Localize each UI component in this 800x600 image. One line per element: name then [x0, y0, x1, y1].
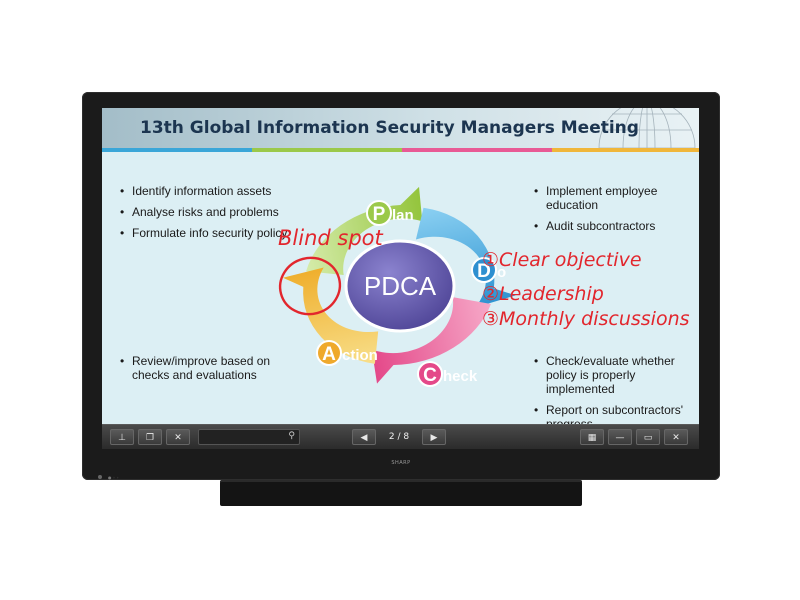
search-icon[interactable]: ⚲: [288, 431, 295, 441]
bullet-item: Analyse risks and problems: [120, 205, 320, 219]
search-input[interactable]: ⚲: [198, 429, 300, 445]
close-button[interactable]: ✕: [664, 429, 688, 445]
touch-toolbar: ⊥ ❐ ✕ ⚲ ◀ 2 / 8 ▶ ▦ — ▭ ✕: [102, 424, 699, 449]
slide-screen: 13th Global Information Security Manager…: [102, 108, 699, 448]
annotation-monthly-discussions: ③Monthly discussions: [482, 308, 690, 330]
pin-icon: ⊥: [118, 433, 126, 443]
display-stand: [220, 480, 582, 506]
layout-button[interactable]: ▦: [580, 429, 604, 445]
do-bullet-list: Implement employee education Audit subco…: [534, 184, 694, 240]
power-indicator: [98, 475, 102, 479]
do-label: o: [497, 264, 506, 281]
check-segment: [371, 297, 491, 384]
plan-label: lan: [392, 207, 414, 224]
copy-button[interactable]: ❐: [138, 429, 162, 445]
plan-initial: P: [373, 204, 386, 225]
window-button[interactable]: ▭: [636, 429, 660, 445]
close-icon: ✕: [672, 433, 680, 443]
bullet-item: Identify information assets: [120, 184, 320, 198]
check-initial-badge: [417, 361, 443, 387]
sensor-label: ● ◦ ◦: [108, 475, 119, 480]
tools-icon: ✕: [174, 433, 182, 443]
plan-bullet-list: Identify information assets Analyse risk…: [120, 184, 320, 247]
action-initial-badge: [316, 340, 342, 366]
next-arrow-icon: ▶: [430, 433, 438, 443]
minimize-button[interactable]: —: [608, 429, 632, 445]
annotation-leadership: ②Leadership: [482, 283, 604, 305]
do-initial-badge: [471, 257, 497, 283]
title-stripe: [252, 148, 402, 152]
bullet-item: Check/evaluate whether policy is properl…: [534, 354, 694, 396]
do-initial: D: [477, 261, 491, 282]
plan-initial-badge: [366, 200, 392, 226]
annotation-blind-spot: Blind spot: [278, 226, 383, 250]
copy-icon: ❐: [145, 433, 155, 443]
window-icon: ▭: [643, 433, 653, 443]
prev-arrow-icon: ◀: [360, 433, 368, 443]
annotation-clear-objective: ①Clear objective: [482, 249, 642, 271]
check-label: heck: [443, 368, 478, 385]
slide-title: 13th Global Information Security Manager…: [140, 118, 639, 138]
bullet-item: Formulate info security policy: [120, 226, 320, 240]
pin-button[interactable]: ⊥: [110, 429, 134, 445]
layout-icon: ▦: [587, 433, 597, 443]
plan-segment: [306, 186, 423, 275]
bullet-item: Review/improve based on checks and evalu…: [120, 354, 290, 382]
title-stripe: [552, 148, 699, 152]
pdca-center-circle: [344, 239, 456, 333]
slide-header: 13th Global Information Security Manager…: [102, 108, 699, 152]
check-initial: C: [423, 365, 437, 386]
page-indicator: 2 / 8: [388, 432, 410, 442]
bullet-item: Implement employee education: [534, 184, 694, 212]
next-page-button[interactable]: ▶: [422, 429, 446, 445]
minimize-icon: —: [615, 433, 625, 443]
pdca-center-label: PDCA: [364, 271, 437, 301]
action-initial: A: [322, 344, 336, 365]
action-label: ction: [342, 347, 378, 364]
do-segment: [415, 207, 516, 308]
tools-button[interactable]: ✕: [166, 429, 190, 445]
brand-logo: SHARP: [391, 460, 411, 466]
action-bullet-list: Review/improve based on checks and evalu…: [120, 354, 290, 389]
title-stripe: [102, 148, 252, 152]
bullet-item: Audit subcontractors: [534, 219, 694, 233]
title-stripe: [402, 148, 552, 152]
prev-page-button[interactable]: ◀: [352, 429, 376, 445]
